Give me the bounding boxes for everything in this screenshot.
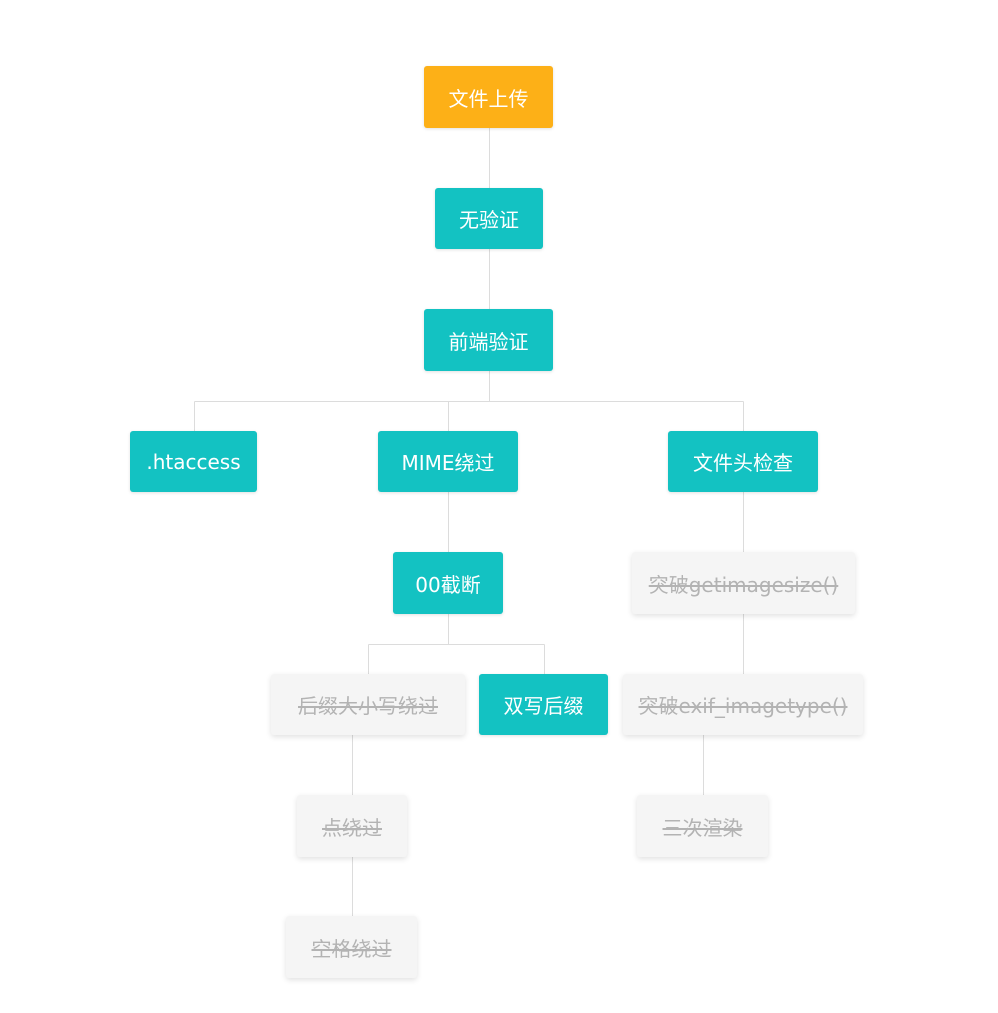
node-htaccess[interactable]: .htaccess xyxy=(130,431,257,492)
node-label: 后缀大小写绕过 xyxy=(298,694,438,718)
node-label: 无验证 xyxy=(459,208,519,232)
node-label: 文件上传 xyxy=(448,86,529,111)
node-dot-bypass[interactable]: 点绕过 xyxy=(297,795,407,857)
node-bypass-exif-imagetype[interactable]: 突破exif_imagetype() xyxy=(623,674,863,735)
node-label: 突破getimagesize() xyxy=(648,572,839,597)
node-null-truncation[interactable]: 00截断 xyxy=(393,552,503,614)
node-space-bypass[interactable]: 空格绕过 xyxy=(286,916,417,978)
node-secondary-render[interactable]: 三次渲染 xyxy=(637,795,768,857)
node-label: 前端验证 xyxy=(448,329,529,354)
node-label: 双写后缀 xyxy=(503,694,584,718)
node-label: 突破exif_imagetype() xyxy=(638,694,848,718)
node-mime-bypass[interactable]: MIME绕过 xyxy=(378,431,518,492)
node-label: MIME绕过 xyxy=(401,451,495,475)
node-double-write-suffix[interactable]: 双写后缀 xyxy=(479,674,608,735)
node-label: 点绕过 xyxy=(322,815,382,840)
node-bypass-getimagesize[interactable]: 突破getimagesize() xyxy=(632,552,855,614)
node-label: .htaccess xyxy=(146,449,241,474)
node-suffix-case-bypass[interactable]: 后缀大小写绕过 xyxy=(271,674,465,735)
node-label: 文件头检查 xyxy=(693,451,793,475)
node-file-header-check[interactable]: 文件头检查 xyxy=(668,431,818,492)
node-frontend-verify[interactable]: 前端验证 xyxy=(424,309,553,371)
node-label: 三次渲染 xyxy=(662,815,743,840)
node-label: 空格绕过 xyxy=(311,936,392,961)
node-no-verify[interactable]: 无验证 xyxy=(435,188,543,249)
node-label: 00截断 xyxy=(415,572,481,597)
node-file-upload[interactable]: 文件上传 xyxy=(424,66,553,128)
